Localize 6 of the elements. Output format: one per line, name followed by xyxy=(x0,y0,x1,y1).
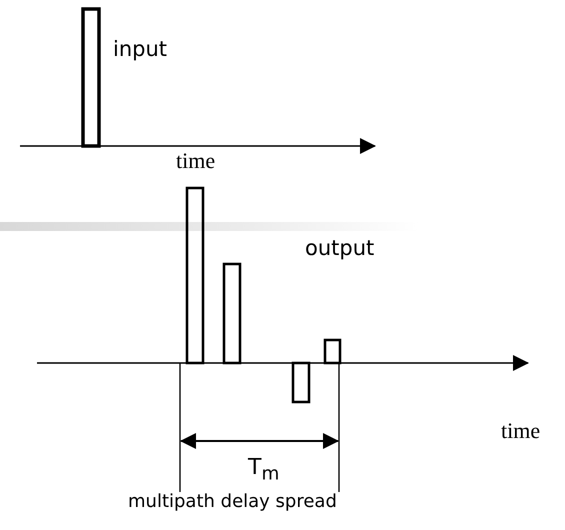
signal-label: input xyxy=(113,39,168,60)
caption-text: multipath delay spread xyxy=(128,493,337,511)
axis-label: time xyxy=(176,150,216,172)
axis-label: time xyxy=(501,420,540,442)
signal-label: output xyxy=(305,238,374,259)
symbol-label: T$_{m}$ xyxy=(248,457,280,484)
